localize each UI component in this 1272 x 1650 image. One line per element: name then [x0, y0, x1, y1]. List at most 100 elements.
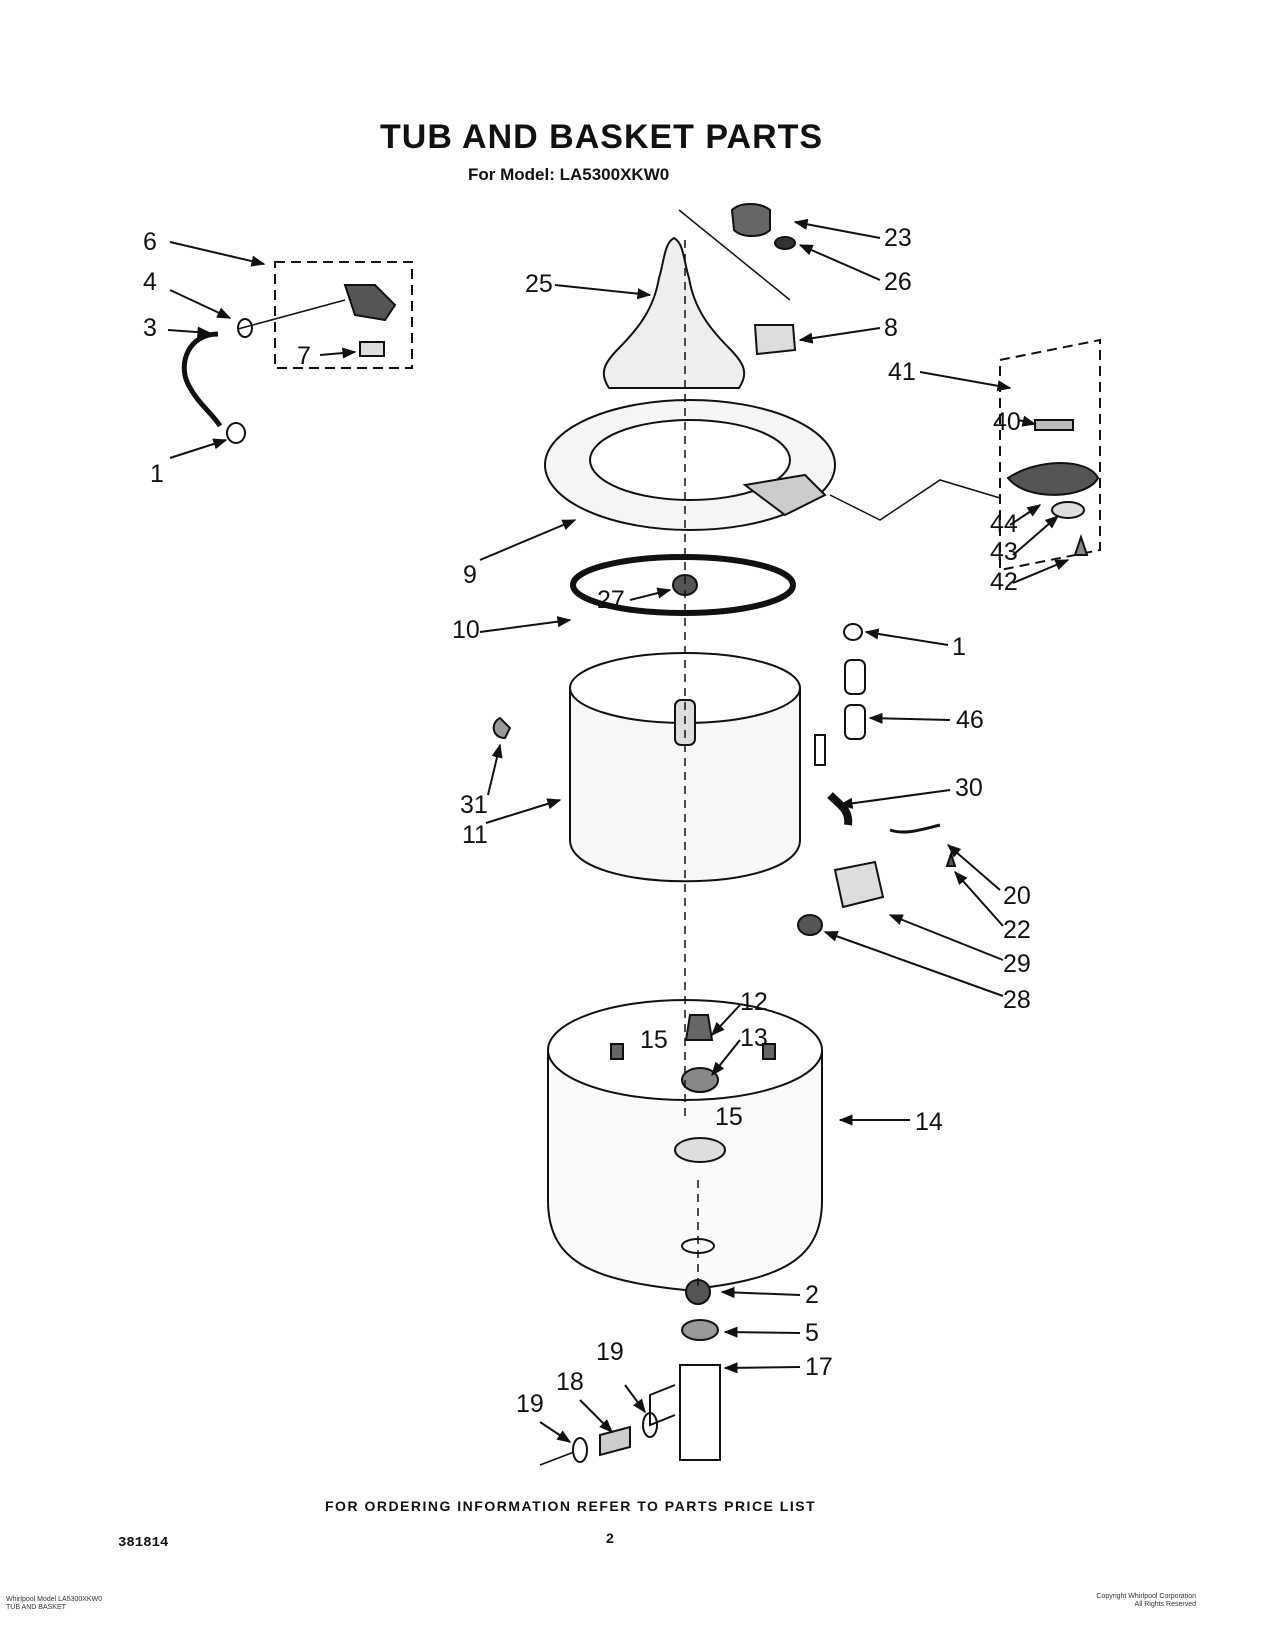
- callout-31: 31: [460, 791, 488, 819]
- leader-42: [1012, 559, 1070, 584]
- part-4-ring: [237, 318, 253, 338]
- part-13-shape: [681, 1067, 719, 1093]
- callout-30: 30: [955, 774, 983, 802]
- part-44-shape: [1006, 462, 1100, 496]
- callout-26: 26: [884, 268, 912, 296]
- leader-6: [169, 241, 266, 267]
- callout-23: 23: [884, 224, 912, 252]
- leader-12: [711, 1004, 741, 1037]
- callout-6: 6: [143, 228, 157, 256]
- callout-46: 46: [956, 706, 984, 734]
- callout-1b: 1: [952, 633, 966, 661]
- leader-29: [888, 914, 1004, 961]
- callout-12: 12: [740, 988, 768, 1016]
- leader-5: [723, 1326, 801, 1338]
- leader-25: [554, 284, 652, 300]
- callout-19b: 19: [516, 1390, 544, 1418]
- part-20-shape: [889, 823, 941, 834]
- callout-43: 43: [990, 538, 1018, 566]
- leader-30: [838, 789, 951, 809]
- leader-8: [798, 327, 881, 344]
- callout-18: 18: [556, 1368, 584, 1396]
- callout-1a: 1: [150, 460, 164, 488]
- callout-17: 17: [805, 1353, 833, 1381]
- pump-part-29: [833, 860, 885, 909]
- leader-4: [169, 289, 232, 319]
- part-12-shape: [684, 1014, 714, 1041]
- page-number: 2: [606, 1530, 614, 1546]
- part-1-ring: [226, 422, 246, 444]
- part-19-seal-b: [572, 1437, 588, 1463]
- leader-44: [1009, 504, 1042, 526]
- leader-46: [868, 712, 951, 724]
- callout-4: 4: [143, 268, 157, 296]
- part-group-drain: [539, 1279, 721, 1466]
- leader-27: [629, 587, 672, 601]
- callout-5: 5: [805, 1319, 819, 1347]
- part-43-shape: [1051, 501, 1085, 519]
- callout-9: 9: [463, 561, 477, 589]
- part-7-shape: [359, 341, 385, 357]
- basket-part-11: [569, 688, 801, 883]
- leader-1b: [864, 628, 949, 646]
- tub-gasket-part-10: [570, 554, 796, 616]
- model-subtitle: For Model: LA5300XKW0: [468, 165, 670, 184]
- callout-14: 14: [915, 1108, 943, 1136]
- callout-3: 3: [143, 314, 157, 342]
- fine-print-left: Whirlpool Model LA5300XKW0 TUB AND BASKE…: [6, 1596, 103, 1611]
- callout-7: 7: [297, 342, 311, 370]
- callout-42: 42: [990, 568, 1018, 596]
- ordering-note: FOR ORDERING INFORMATION REFER TO PARTS …: [325, 1498, 817, 1514]
- centerline-group: [684, 240, 699, 1290]
- part-18-shape: [599, 1425, 631, 1457]
- leader-22: [954, 870, 1004, 927]
- part-group-agitator: [602, 203, 797, 389]
- leader-2: [720, 1286, 801, 1299]
- callout-13: 13: [740, 1024, 768, 1052]
- callout-27: 27: [597, 586, 625, 614]
- leader-9: [479, 519, 577, 561]
- part-1-ring-b: [843, 623, 863, 641]
- callout-15a: 15: [640, 1026, 668, 1054]
- callout-2: 2: [805, 1281, 819, 1309]
- leader-26: [798, 244, 881, 281]
- hose-part-30: [827, 792, 853, 826]
- callout-41: 41: [888, 358, 916, 386]
- leader-1a: [169, 438, 228, 459]
- leader-13: [711, 1039, 741, 1077]
- part-42-screw: [1073, 533, 1089, 556]
- callout-15b: 15: [715, 1103, 743, 1131]
- leader-7: [319, 347, 357, 359]
- part-31-clip: [492, 716, 512, 740]
- part-46-lower: [844, 704, 866, 740]
- part-40-shape: [1034, 419, 1074, 431]
- part-46-upper: [844, 659, 866, 695]
- callout-25: 25: [525, 270, 553, 298]
- callout-20: 20: [1003, 882, 1031, 910]
- callout-40: 40: [993, 408, 1021, 436]
- part-group-filter: [829, 338, 1101, 572]
- hose-part-3: [181, 331, 223, 428]
- part-15-bolt-a: [610, 1043, 624, 1060]
- leader-43: [1012, 515, 1060, 556]
- part-group-basket: [492, 623, 957, 936]
- leader-31: [487, 743, 503, 796]
- fine-print-right: Copyright Whirlpool Corporation All Righ…: [1096, 1593, 1196, 1608]
- leader-11: [485, 798, 562, 824]
- document-number: 381814: [118, 1535, 169, 1551]
- leader-40: [1017, 415, 1037, 427]
- leader-arrows: [167, 218, 1070, 1443]
- part-group-outer-tub: [547, 999, 823, 1292]
- part-8-shape: [753, 324, 797, 356]
- callout-19a: 19: [596, 1338, 624, 1366]
- part-5-shape: [681, 1319, 719, 1341]
- ring-tab: [742, 473, 827, 517]
- part-22-screw: [945, 850, 957, 867]
- page-title: TUB AND BASKET PARTS: [380, 118, 824, 156]
- leader-3: [167, 326, 212, 338]
- part-group-water-inlet: [181, 261, 413, 444]
- leader-28: [823, 930, 1004, 997]
- callout-10: 10: [452, 616, 480, 644]
- leader-19b: [539, 1421, 572, 1443]
